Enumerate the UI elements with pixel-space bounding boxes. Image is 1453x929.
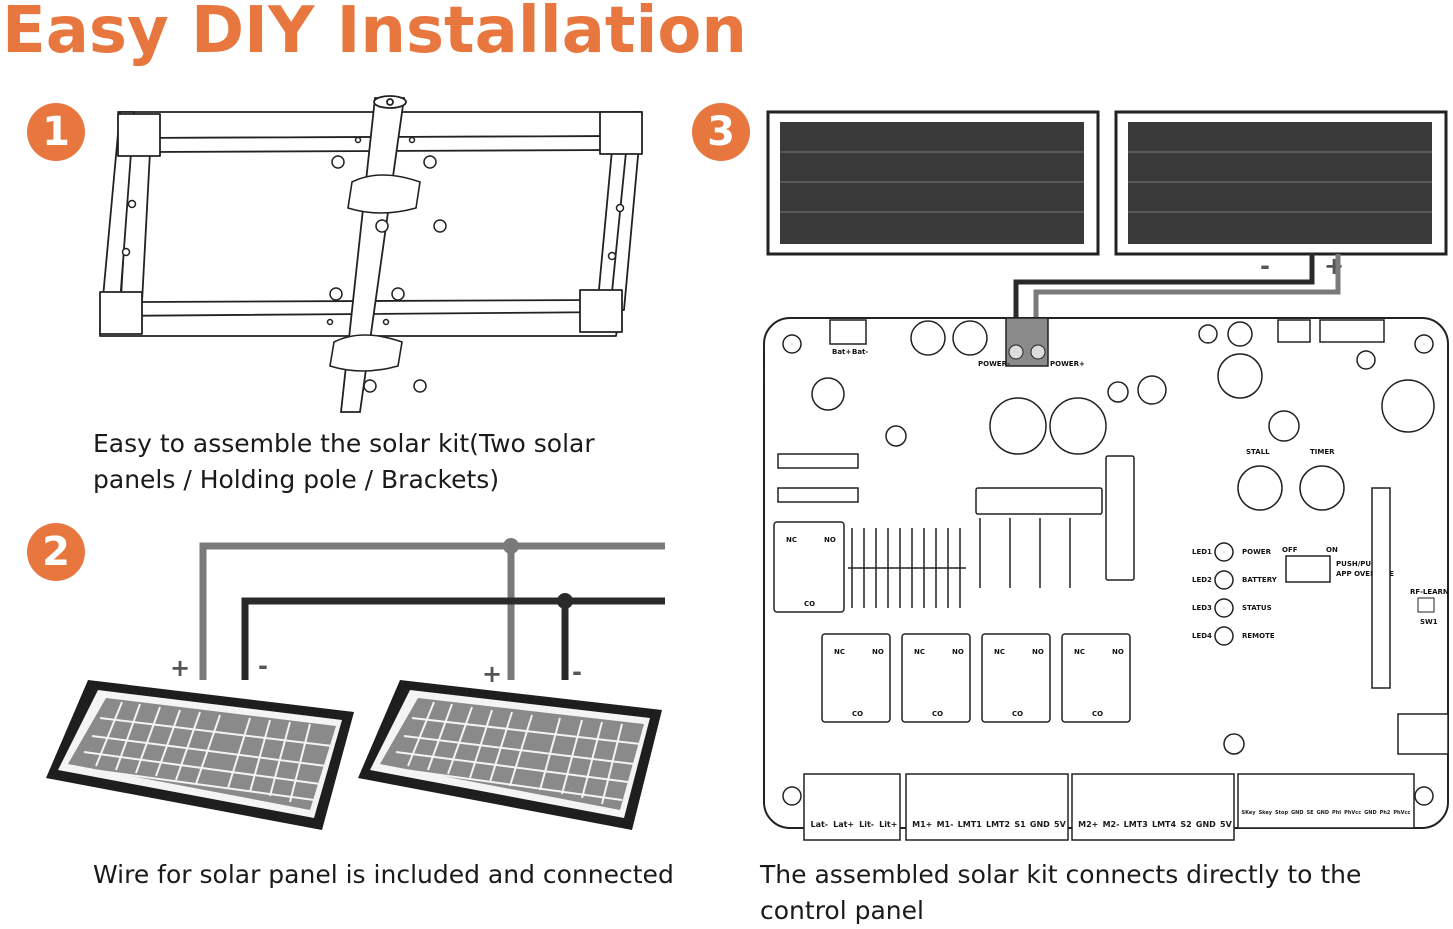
terminal-label: GND — [1316, 810, 1330, 816]
relay-2-nc: NC — [914, 648, 925, 656]
relay-0-co: CO — [804, 600, 815, 608]
terminal-label: 5V — [1220, 820, 1232, 829]
relay-1-no: NO — [872, 648, 884, 656]
terminal-label: GND — [1291, 810, 1304, 816]
led4-label: LED4 — [1192, 632, 1212, 640]
led-remote-label: REMOTE — [1242, 632, 1275, 640]
terminal-label: M1- — [936, 820, 954, 829]
terminal-label: LMT4 — [1152, 820, 1177, 829]
bat-neg-label: Bat- — [852, 348, 868, 356]
relay-1-nc: NC — [834, 648, 845, 656]
terminal-label: PhI — [1332, 810, 1342, 816]
terminal-label: Ph2 — [1379, 810, 1391, 816]
led-power-label: POWER — [1242, 548, 1272, 556]
led3-label: LED3 — [1192, 604, 1212, 612]
panel-1-plus-label: + — [170, 654, 190, 682]
solar-panel-top-right — [1114, 110, 1448, 256]
terminal-label: LMT3 — [1123, 820, 1148, 829]
terminal-label: S1 — [1014, 820, 1026, 829]
terminal-group-1: Lat- Lat+ Lit- Lit+ — [808, 820, 900, 829]
solar-panel-left — [46, 680, 354, 830]
panel-2-plus-label: + — [482, 660, 502, 688]
led1-label: LED1 — [1192, 548, 1212, 556]
solar-panel-top-left — [766, 110, 1100, 256]
page-title: Easy DIY Installation — [2, 0, 747, 68]
terminal-label: Lit+ — [879, 820, 898, 829]
relay-4-no: NO — [1112, 648, 1124, 656]
terminal-label: Lat+ — [833, 820, 855, 829]
terminal-group-4: SKey Skey Stop GND SE GND PhI PhVcc GND … — [1240, 810, 1412, 816]
relay-3-no: NO — [1032, 648, 1044, 656]
relay-4-co: CO — [1092, 710, 1103, 718]
terminal-label: LMT2 — [986, 820, 1011, 829]
led-status-label: STATUS — [1242, 604, 1272, 612]
relay-3-nc: NC — [994, 648, 1005, 656]
terminal-label: GND — [1195, 820, 1216, 829]
relay-4-nc: NC — [1074, 648, 1085, 656]
led2-label: LED2 — [1192, 576, 1212, 584]
step-1-caption: Easy to assemble the solar kit(Two solar… — [93, 429, 595, 494]
terminal-group-2: M1+ M1- LMT1 LMT2 S1 GND 5V — [910, 820, 1068, 829]
step-2-caption: Wire for solar panel is included and con… — [93, 860, 674, 889]
terminal-label: LMT1 — [957, 820, 982, 829]
stall-label: STALL — [1246, 448, 1270, 456]
panel-minus-label: - — [1260, 252, 1270, 280]
terminal-label: Lat- — [810, 820, 829, 829]
terminal-label: Stop — [1275, 810, 1289, 816]
power-pos-label: POWER+ — [1050, 360, 1085, 368]
panel-plus-label: + — [1324, 252, 1344, 280]
terminal-label: PhVcc — [1344, 810, 1362, 816]
terminal-label: PhVcc — [1393, 810, 1411, 816]
panel-2-minus-label: - — [572, 658, 582, 686]
relay-0-nc: NC — [786, 536, 797, 544]
relay-2-no: NO — [952, 648, 964, 656]
relay-0-no: NO — [824, 536, 836, 544]
relay-1-co: CO — [852, 710, 863, 718]
terminal-label: S2 — [1180, 820, 1192, 829]
step-1-assembly-illustration — [99, 95, 643, 413]
step-3-badge: 3 — [692, 103, 750, 161]
bat-pos-label: Bat+ — [832, 348, 851, 356]
relay-3-co: CO — [1012, 710, 1023, 718]
step-2-badge: 2 — [27, 523, 85, 581]
on-label: ON — [1326, 546, 1338, 554]
push-pull-label: PUSH/PULL — [1336, 560, 1381, 568]
app-override-label: APP OVERRIDE — [1336, 570, 1394, 578]
step-3-board-illustration: - + POWER- POWER+ Bat+ Bat- STALL TIMER … — [763, 110, 1449, 841]
panel-1-minus-label: - — [258, 652, 268, 680]
off-label: OFF — [1282, 546, 1298, 554]
terminal-label: SE — [1306, 810, 1314, 816]
terminal-group-3: M2+ M2- LMT3 LMT4 S2 GND 5V — [1076, 820, 1234, 829]
terminal-label: GND — [1364, 810, 1377, 816]
terminal-label: M1+ — [912, 820, 933, 829]
terminal-label: M2- — [1102, 820, 1120, 829]
terminal-label: M2+ — [1078, 820, 1099, 829]
step-3-caption: The assembled solar kit connects directl… — [760, 860, 1362, 925]
terminal-label: GND — [1029, 820, 1050, 829]
solar-panel-right — [358, 680, 662, 830]
sw1-label: SW1 — [1420, 618, 1438, 626]
rf-learn-label: RF-LEARN — [1410, 588, 1449, 596]
led-battery-label: BATTERY — [1242, 576, 1278, 584]
step-1-badge: 1 — [27, 103, 85, 161]
terminal-label: Lit- — [859, 820, 875, 829]
power-neg-label: POWER- — [978, 360, 1010, 368]
terminal-label: 5V — [1054, 820, 1066, 829]
relay-2-co: CO — [932, 710, 943, 718]
step-2-wiring-illustration: + - + - — [46, 538, 665, 830]
terminal-label: SKey — [1241, 810, 1256, 816]
timer-label: TIMER — [1310, 448, 1335, 456]
terminal-label: Skey — [1258, 810, 1273, 816]
